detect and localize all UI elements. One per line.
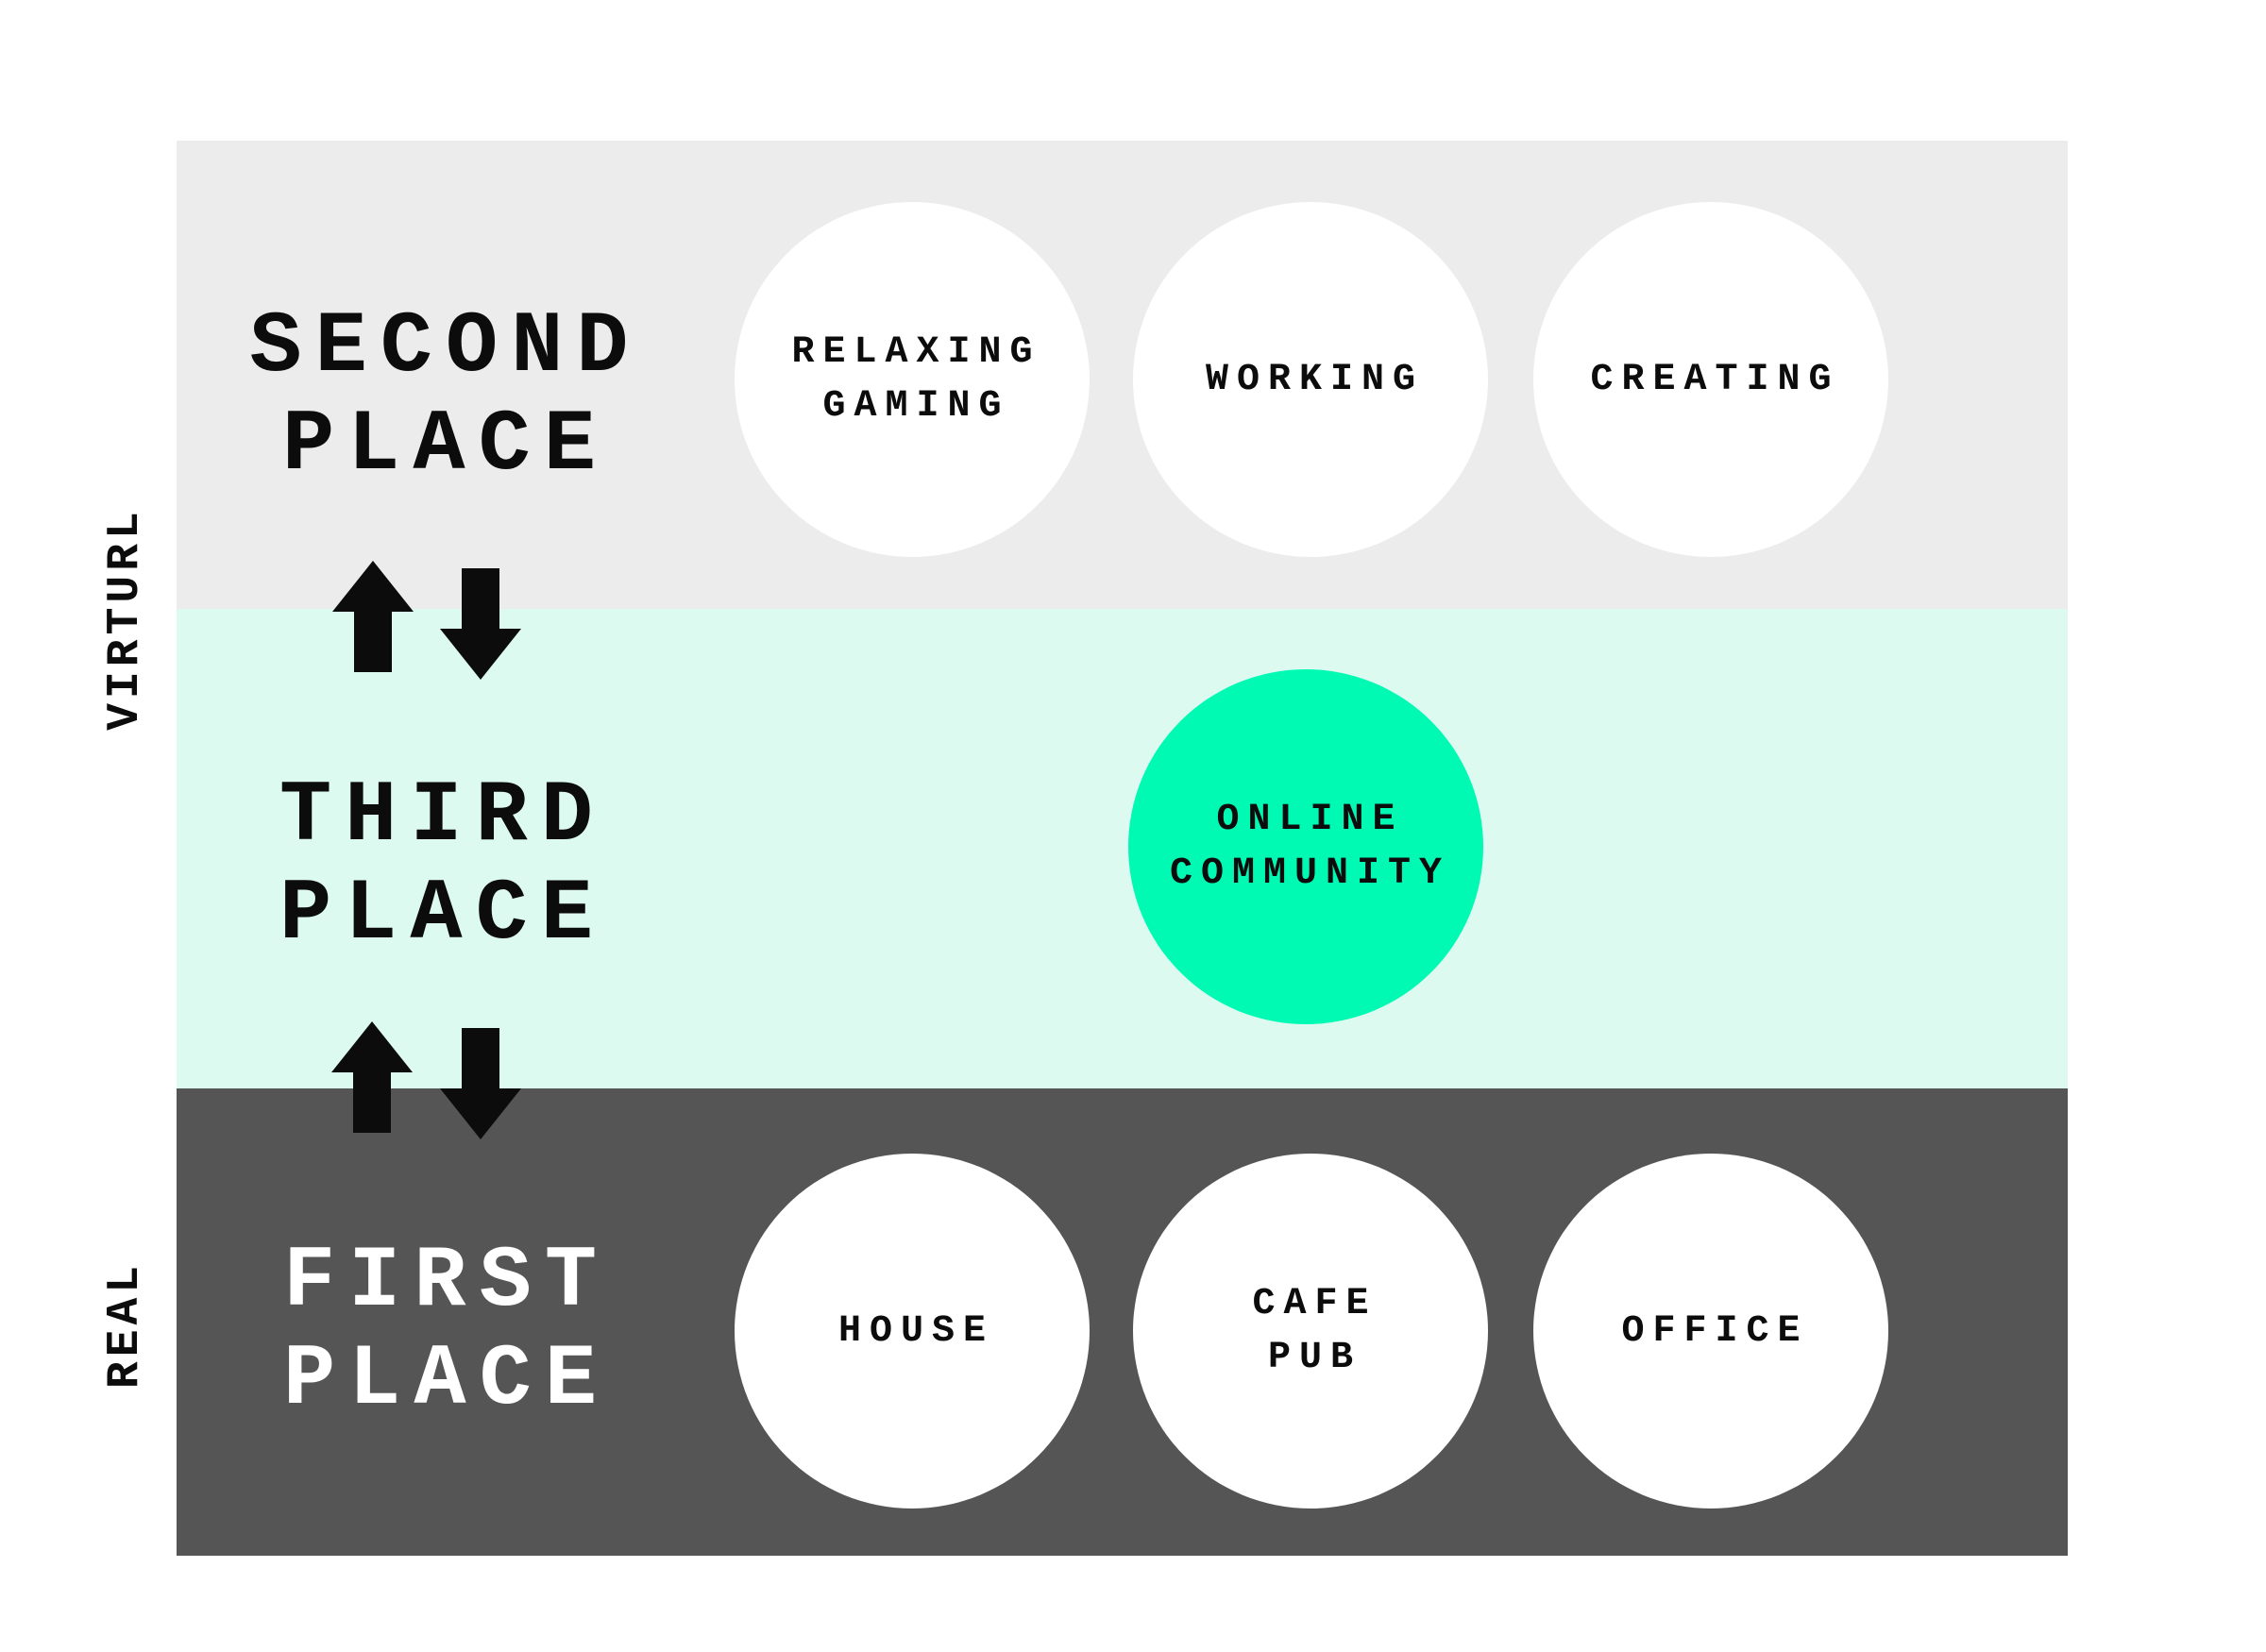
first-place-title-line2: PLACE bbox=[282, 1330, 611, 1429]
circle-creating: CREATING bbox=[1533, 202, 1888, 557]
circle-office: OFFICE bbox=[1533, 1154, 1888, 1509]
circle-label-line: ONLINE bbox=[1216, 799, 1404, 841]
circle-label-line: HOUSE bbox=[837, 1309, 995, 1353]
band-third-place bbox=[177, 609, 2068, 1088]
circle-house: HOUSE bbox=[735, 1154, 1090, 1509]
axis-label-real: REAL bbox=[100, 1260, 151, 1390]
circle-label-line: WORKING bbox=[1205, 358, 1425, 401]
circle-label-line: RELAXING bbox=[791, 331, 1041, 374]
circle-cafe-pub: CAFE PUB bbox=[1133, 1154, 1488, 1509]
circle-label-line: PUB bbox=[1267, 1337, 1361, 1379]
circle-relaxing-gaming: RELAXING GAMING bbox=[735, 202, 1090, 557]
second-place-title: SECOND PLACE bbox=[236, 298, 641, 495]
circle-label-line: CAFE bbox=[1252, 1283, 1378, 1325]
down-arrow-icon bbox=[440, 568, 521, 680]
circle-label-line: GAMING bbox=[822, 385, 1010, 428]
second-place-title-line2: PLACE bbox=[281, 396, 610, 495]
circle-online-community: ONLINE COMMUNITY bbox=[1128, 669, 1483, 1024]
up-arrow-icon bbox=[331, 1021, 413, 1133]
axis-label-virtual: VIRTURL bbox=[100, 507, 151, 731]
up-arrow-icon bbox=[332, 561, 414, 672]
circle-label-line: CREATING bbox=[1590, 358, 1840, 401]
circle-working: WORKING bbox=[1133, 202, 1488, 557]
first-place-title-line1: FIRST bbox=[282, 1232, 611, 1331]
third-place-title-line1: THIRD bbox=[279, 767, 607, 866]
down-arrow-icon bbox=[440, 1028, 521, 1139]
third-place-title-line2: PLACE bbox=[279, 865, 607, 964]
circle-label-line: OFFICE bbox=[1621, 1309, 1809, 1353]
third-place-title: THIRD PLACE bbox=[266, 767, 606, 964]
circle-label-line: COMMUNITY bbox=[1169, 852, 1451, 895]
first-place-title: FIRST PLACE bbox=[270, 1233, 610, 1429]
second-place-title-line1: SECOND bbox=[249, 297, 642, 396]
